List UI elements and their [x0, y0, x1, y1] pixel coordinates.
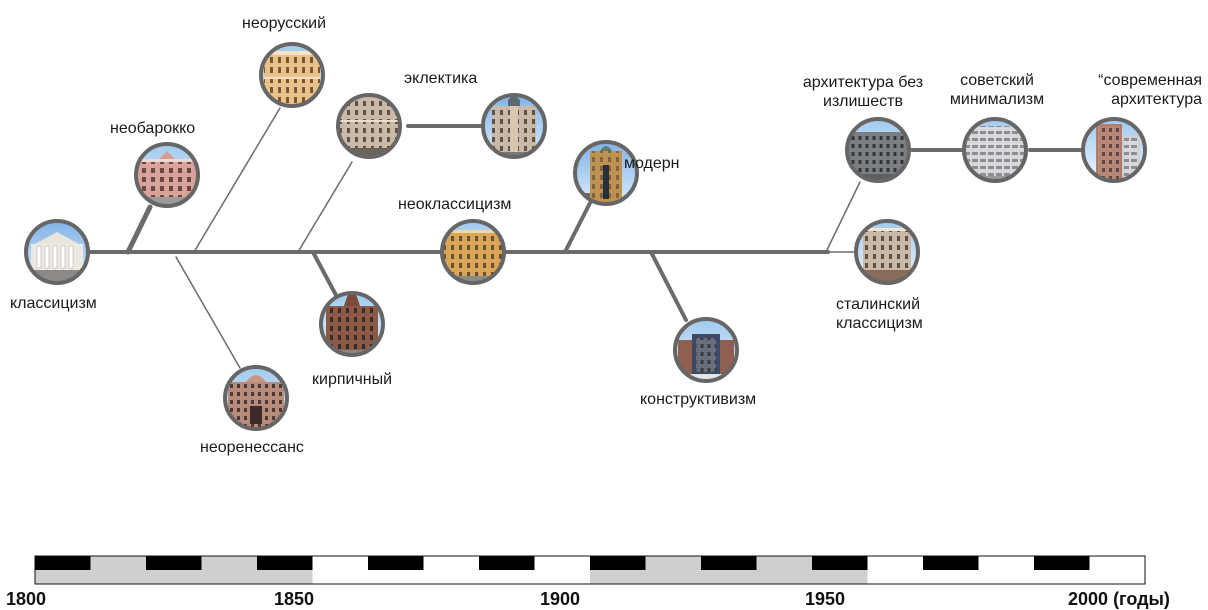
year-label-1950: 1950: [805, 589, 846, 609]
label-modern: модерн: [624, 155, 680, 172]
style-node-classicism: [24, 219, 90, 285]
ruler-tick-14: [812, 556, 868, 570]
ruler-tick-6: [368, 556, 424, 570]
style-node-contemporary: [1081, 117, 1147, 183]
label-soviet-minimalism: советский минимализм: [949, 72, 1045, 108]
ruler-tick-4: [257, 556, 313, 570]
label-no-excess: архитектура без излишеств: [802, 74, 924, 110]
style-node-constructivism: [673, 317, 739, 383]
label-contemporary: “современная архитектура: [1098, 72, 1202, 108]
branch-no-excess: [825, 181, 861, 253]
node-ring-brick-style: [319, 291, 385, 357]
branch-neorussian: [193, 107, 281, 253]
node-ring-neobaroque: [134, 142, 200, 208]
branch-eclecticism: [297, 161, 353, 253]
style-node-neorenaissance: [223, 365, 289, 431]
branch-modern: [563, 201, 592, 254]
style-node-brick-style: [319, 291, 385, 357]
ruler-band-3: [867, 556, 1145, 584]
node-ring-eclecticism-2: [481, 93, 547, 159]
ruler-tick-18: [1034, 556, 1090, 570]
style-node-soviet-minimalism: [962, 117, 1028, 183]
label-neorussian: неорусский: [242, 15, 327, 32]
ruler-band-1: [312, 556, 590, 584]
node-ring-soviet-minimalism: [962, 117, 1028, 183]
style-node-neorussian: [259, 42, 325, 108]
node-ring-eclecticism: [336, 93, 402, 159]
year-unit: (годы): [1113, 589, 1170, 609]
node-ring-neorussian: [259, 42, 325, 108]
ruler-tick-0: [35, 556, 91, 570]
branch-brick-style: [312, 252, 339, 299]
node-ring-stalinist: [854, 219, 920, 285]
year-label-2000-value: 2000: [1068, 589, 1109, 609]
ruler-tick-16: [923, 556, 979, 570]
label-neoclassicism: неоклассицизм: [398, 196, 512, 213]
branch-neobaroque: [125, 204, 153, 255]
style-node-eclecticism-2: [481, 93, 547, 159]
ruler-tick-10: [590, 556, 646, 570]
style-node-stalinist: [854, 219, 920, 285]
branch-constructivism: [650, 252, 688, 322]
year-label-1900: 1900: [540, 589, 581, 609]
style-node-modern: [573, 140, 639, 206]
node-ring-contemporary: [1081, 117, 1147, 183]
label-constructivism: конструктивизм: [640, 391, 757, 408]
node-ring-modern: [573, 140, 639, 206]
label-neorenaissance: неоренессанс: [200, 439, 304, 456]
style-node-no-excess: [845, 117, 911, 183]
node-ring-neorenaissance: [223, 365, 289, 431]
style-node-eclecticism: [336, 93, 402, 159]
ruler-frame: [34, 555, 1146, 585]
ruler-tick-2: [146, 556, 202, 570]
node-ring-no-excess: [845, 117, 911, 183]
label-neobaroque: необарокко: [110, 120, 196, 137]
style-node-neoclassicism: [440, 219, 506, 285]
ruler-tick-12: [701, 556, 757, 570]
ruler-tick-8: [479, 556, 535, 570]
label-brick-style: кирпичный: [312, 371, 393, 388]
label-stalinist: сталинский классицизм: [836, 296, 923, 332]
node-ring-constructivism: [673, 317, 739, 383]
node-ring-classicism: [24, 219, 90, 285]
year-label-2000: 2000 (годы): [1068, 589, 1170, 610]
branch-neorenaissance: [175, 256, 241, 369]
year-label-1800: 1800: [6, 589, 47, 609]
year-label-1850: 1850: [274, 589, 315, 609]
style-node-neobaroque: [134, 142, 200, 208]
label-eclecticism: эклектика: [404, 70, 478, 87]
node-ring-neoclassicism: [440, 219, 506, 285]
label-classicism: классицизм: [10, 295, 97, 312]
